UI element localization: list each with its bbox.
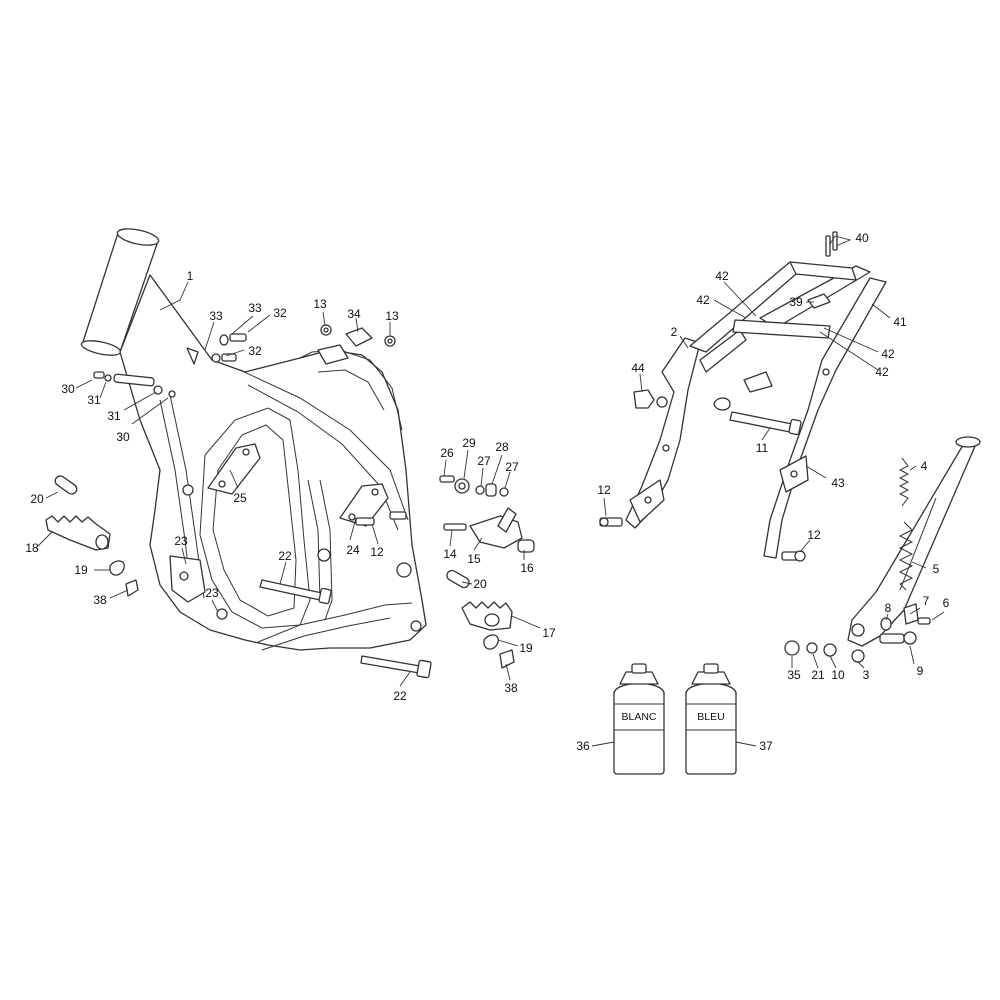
callout-2: 2 — [671, 325, 678, 339]
stand-hardware — [784, 603, 931, 657]
main-frame — [80, 228, 427, 651]
callout-39: 39 — [789, 295, 803, 309]
leader-lines — [37, 235, 945, 747]
callout-34: 34 — [347, 307, 361, 321]
callout-20: 20 — [30, 492, 44, 506]
callout-38: 38 — [504, 681, 518, 695]
callout-numbers: 1 33 33 32 32 30 31 31 30 13 34 13 20 18… — [25, 231, 949, 753]
callout-9: 9 — [917, 664, 924, 678]
callout-25: 25 — [233, 491, 247, 505]
paint-can-blue — [685, 663, 737, 775]
callout-12: 12 — [597, 483, 611, 497]
callout-32: 32 — [248, 344, 262, 358]
footpeg-right-17 — [446, 569, 515, 669]
callout-18: 18 — [25, 541, 39, 555]
callout-38: 38 — [93, 593, 107, 607]
callout-31: 31 — [87, 393, 101, 407]
callout-41: 41 — [893, 315, 907, 329]
callout-42: 42 — [875, 365, 889, 379]
springs-4-5 — [898, 457, 914, 591]
callout-12: 12 — [807, 528, 821, 542]
callout-37: 37 — [759, 739, 773, 753]
callout-4: 4 — [921, 459, 928, 473]
callout-19: 19 — [74, 563, 88, 577]
callout-16: 16 — [520, 561, 534, 575]
callout-23: 23 — [174, 534, 188, 548]
callout-26: 26 — [440, 446, 454, 460]
callout-13: 13 — [313, 297, 327, 311]
rear-subframe — [625, 261, 887, 559]
callout-21: 21 — [811, 668, 825, 682]
bolts-12-right — [599, 517, 806, 562]
callout-44: 44 — [631, 361, 645, 375]
callout-42: 42 — [881, 347, 895, 361]
paint-can-white — [613, 663, 665, 775]
callout-13: 13 — [385, 309, 399, 323]
bracket-24 — [339, 483, 389, 527]
callout-27: 27 — [477, 454, 491, 468]
callout-28: 28 — [495, 440, 509, 454]
callout-3: 3 — [863, 668, 870, 682]
callout-30: 30 — [61, 382, 75, 396]
callout-43: 43 — [831, 476, 845, 490]
callout-20: 20 — [473, 577, 487, 591]
pivot-hardware — [439, 475, 535, 553]
callout-7: 7 — [923, 594, 930, 608]
callout-35: 35 — [787, 668, 801, 682]
clips-39-40 — [807, 231, 838, 309]
callout-33: 33 — [209, 309, 223, 323]
callout-32: 32 — [273, 306, 287, 320]
callout-10: 10 — [831, 668, 845, 682]
callout-22: 22 — [393, 689, 407, 703]
callout-12: 12 — [370, 545, 384, 559]
callout-42: 42 — [696, 293, 710, 307]
callout-8: 8 — [885, 601, 892, 615]
long-bolts-22 — [259, 579, 432, 679]
callout-36: 36 — [576, 739, 590, 753]
callout-40: 40 — [855, 231, 869, 245]
callout-11: 11 — [756, 441, 769, 455]
can-label-white: BLANC — [621, 711, 656, 723]
callout-24: 24 — [346, 543, 360, 557]
callout-5: 5 — [933, 562, 940, 576]
frame-fasteners — [93, 324, 407, 526]
callout-19: 19 — [519, 641, 533, 655]
bracket-25 — [207, 443, 261, 495]
bolt-11 — [729, 411, 802, 436]
callout-22: 22 — [278, 549, 292, 563]
callout-17: 17 — [542, 626, 556, 640]
callout-31: 31 — [107, 409, 121, 423]
bracket-plate-23 — [169, 555, 228, 620]
callout-29: 29 — [462, 436, 476, 450]
callout-6: 6 — [943, 596, 950, 610]
sidestand — [847, 436, 981, 663]
callout-33: 33 — [248, 301, 262, 315]
callout-23: 23 — [205, 586, 219, 600]
callout-15: 15 — [467, 552, 481, 566]
callout-30: 30 — [116, 430, 130, 444]
footpeg-left-18 — [45, 475, 139, 597]
callout-1: 1 — [187, 269, 194, 283]
nut-44 — [633, 389, 668, 409]
callout-42: 42 — [715, 269, 729, 283]
callout-14: 14 — [443, 547, 457, 561]
callout-27: 27 — [505, 460, 519, 474]
can-label-blue: BLEU — [697, 711, 724, 723]
